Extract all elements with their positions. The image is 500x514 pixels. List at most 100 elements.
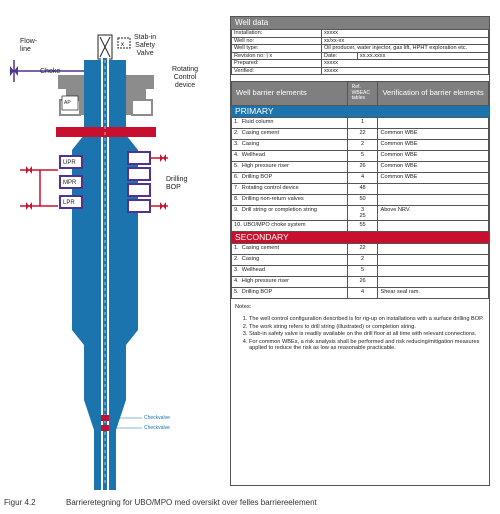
revision-label-text: Revision no: bbox=[234, 52, 265, 59]
well-data-row: Prepared: xxxxx bbox=[231, 59, 490, 68]
flowline-label: Flow- line bbox=[20, 38, 38, 53]
barrier-ref: 2 bbox=[346, 138, 379, 151]
col-elements-header: Well barrier elements bbox=[231, 81, 348, 106]
choke-label: Choke bbox=[40, 68, 61, 75]
note-item: Stab-in safety valve is readily availabl… bbox=[249, 331, 485, 338]
figure-caption-text: Barrieretegning for UBO/MPO med oversikt… bbox=[66, 498, 317, 507]
barrier-verification: Common WBE bbox=[377, 171, 489, 184]
well-data-value: xx/xx-xx bbox=[320, 36, 490, 45]
revision-label: Revision no: | x bbox=[231, 51, 322, 60]
well-data-value: xxxxx bbox=[320, 59, 490, 68]
well-data-label: Verified: bbox=[231, 66, 322, 75]
kill-valve-icon bbox=[26, 166, 32, 174]
note-item: The well control configuration described… bbox=[249, 316, 485, 323]
barrier-verification bbox=[377, 193, 489, 206]
well-data-row: Well type: Oil producer, water injector,… bbox=[231, 44, 490, 53]
mpr-label: MPR bbox=[63, 180, 77, 186]
well-data-row: Revision no: | x Date: xx.xx.xxxx bbox=[231, 51, 490, 60]
barrier-element-name: 5. High pressure riser bbox=[231, 160, 348, 173]
figure-number: Figur 4.2 bbox=[4, 498, 36, 507]
barrier-ref: 3 25 bbox=[346, 204, 379, 221]
barrier-verification bbox=[377, 182, 489, 195]
barrier-verification: Common WBE bbox=[377, 160, 489, 173]
barrier-element-name: 1. Fluid column bbox=[231, 116, 348, 129]
check-valve-icon bbox=[101, 425, 109, 431]
barrier-element-name: 2. Casing cement bbox=[231, 127, 348, 140]
stab-in-label: Stab-in Safety Valve bbox=[134, 34, 157, 57]
barrier-verification bbox=[377, 264, 489, 277]
well-data-row: Well no: xx/xx-xx bbox=[231, 36, 490, 45]
barrier-ref: 2 bbox=[346, 253, 379, 266]
revision-value: x bbox=[269, 52, 273, 59]
primary-section-header: PRIMARY bbox=[231, 105, 489, 117]
well-data-row: Verified: xxxxx bbox=[231, 66, 490, 75]
notes-list: The well control configuration described… bbox=[235, 316, 485, 352]
kill-valve-icon bbox=[26, 202, 32, 210]
barrier-ref: 22 bbox=[346, 127, 379, 140]
figure-caption: Figur 4.2 Barrieretegning for UBO/MPO med… bbox=[4, 498, 317, 507]
barrier-verification: Shear seal ram. bbox=[377, 286, 489, 299]
barrier-element-name: 3. Wellhead bbox=[231, 264, 348, 277]
notes-title: Notes: bbox=[235, 303, 252, 310]
barrier-ref: 22 bbox=[346, 242, 379, 255]
barrier-element-name: 6. Drilling BOP bbox=[231, 171, 348, 184]
annular-preventer bbox=[56, 127, 156, 137]
barrier-ref: 1 bbox=[346, 116, 379, 129]
barrier-element-name: 4. High pressure riser bbox=[231, 275, 348, 288]
drilling-bop-label: Drilling BOP bbox=[166, 176, 188, 191]
ap-label: AP bbox=[64, 100, 71, 106]
well-data-title: Well data bbox=[231, 17, 489, 29]
barrier-verification bbox=[377, 219, 489, 232]
barrier-ref: 55 bbox=[346, 219, 379, 232]
well-data-label: Prepared: bbox=[231, 59, 322, 68]
well-data-table: Installation: xxxxx Well no: xx/xx-xx We… bbox=[231, 29, 490, 75]
barrier-element-name: 3. Casing bbox=[231, 138, 348, 151]
barrier-verification: Common WBE bbox=[377, 149, 489, 162]
well-barrier-sheet: Well data Installation: xxxxx Well no: x… bbox=[230, 16, 490, 486]
barrier-element-name: 4. Wellhead bbox=[231, 149, 348, 162]
barrier-element-name: 2. Casing bbox=[231, 253, 348, 266]
well-data-row: Installation: xxxxx bbox=[231, 29, 490, 38]
barrier-ref: 26 bbox=[346, 160, 379, 173]
barrier-verification: Above NRV. bbox=[377, 204, 489, 221]
well-data-value: xxxxx bbox=[320, 66, 490, 75]
date-value: xx.xx.xxxx bbox=[356, 51, 490, 60]
barrier-element-name: 10. UBO/MPO choke system bbox=[231, 219, 348, 232]
date-label: Date: bbox=[320, 51, 358, 60]
checkvalve-label-1: Checkvalve bbox=[144, 415, 170, 421]
barrier-element-name: 8. Drilling non-return valves bbox=[231, 193, 348, 206]
barrier-ref: 4 bbox=[346, 286, 379, 299]
lpr-label: LPR bbox=[63, 200, 75, 206]
check-valve-icon bbox=[101, 415, 109, 421]
well-data-label: Installation: bbox=[231, 29, 322, 38]
barrier-verification bbox=[377, 253, 489, 266]
barrier-verification bbox=[377, 275, 489, 288]
note-item: The work string refers to drill string (… bbox=[249, 324, 485, 331]
barrier-table-header: Well barrier elements Ref. WBEAC tables … bbox=[231, 81, 489, 106]
secondary-section-header: SECONDARY bbox=[231, 231, 489, 243]
checkvalve-label-2: Checkvalve bbox=[144, 425, 170, 431]
barrier-element-name: 7. Rotating control device bbox=[231, 182, 348, 195]
col-ref-header: Ref. WBEAC tables bbox=[346, 81, 379, 106]
upr-label: UPR bbox=[63, 160, 76, 166]
col-verification-header: Verification of barrier elements bbox=[377, 81, 489, 106]
barrier-element-name: 5. Drilling BOP bbox=[231, 286, 348, 299]
barrier-element-name: 1. Casing cement bbox=[231, 242, 348, 255]
stab-in-valve-icon bbox=[117, 37, 131, 49]
barrier-table: Well barrier elements Ref. WBEAC tables … bbox=[231, 81, 489, 106]
barrier-verification bbox=[377, 242, 489, 255]
barrier-verification: Common WBE bbox=[377, 138, 489, 151]
